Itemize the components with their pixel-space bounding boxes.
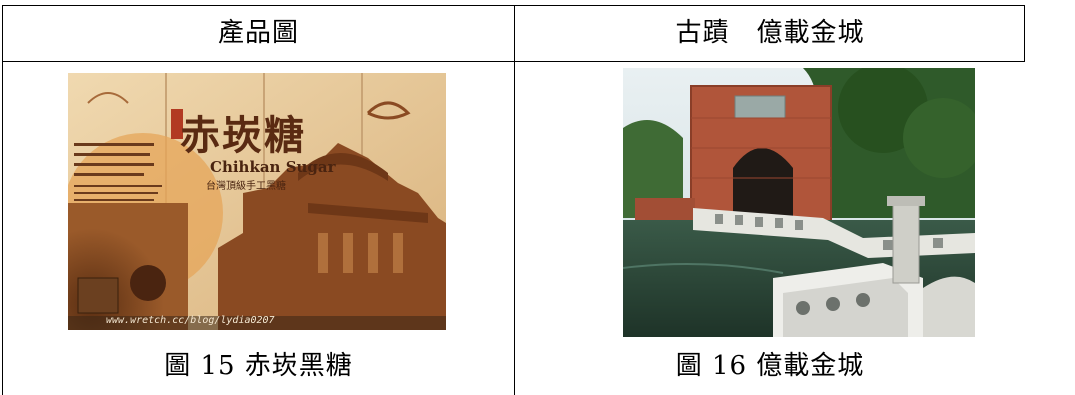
- photo-watermark: www.wretch.cc/blog/lydia0207: [106, 315, 275, 326]
- image-table: 產品圖 古蹟 億載金城 圖 15 赤崁黑糖 圖 16 億載金城: [2, 5, 1025, 395]
- header-product-image: 產品圖: [217, 18, 299, 48]
- photo-chihkan-sugar: 赤崁糖 Chihkan Sugar 台灣頂級手工黑糖 www.wretch.cc…: [68, 73, 446, 330]
- photo-eternal-golden-castle: [623, 68, 975, 337]
- sign-english-text: Chihkan Sugar: [210, 158, 336, 176]
- caption-figure-16: 圖 16 億載金城: [675, 351, 865, 381]
- right-border: [1024, 6, 1025, 62]
- header-divider: [3, 61, 1025, 62]
- mural-illustration: [68, 73, 446, 330]
- column-divider: [514, 6, 515, 395]
- sign-brand-text: 赤崁糖: [180, 112, 306, 159]
- sign-subtitle-text: 台灣頂級手工黑糖: [206, 181, 286, 192]
- caption-figure-15: 圖 15 赤崁黑糖: [164, 351, 353, 381]
- header-historic-site: 古蹟 億載金城: [675, 18, 865, 48]
- castle-illustration: [623, 68, 975, 337]
